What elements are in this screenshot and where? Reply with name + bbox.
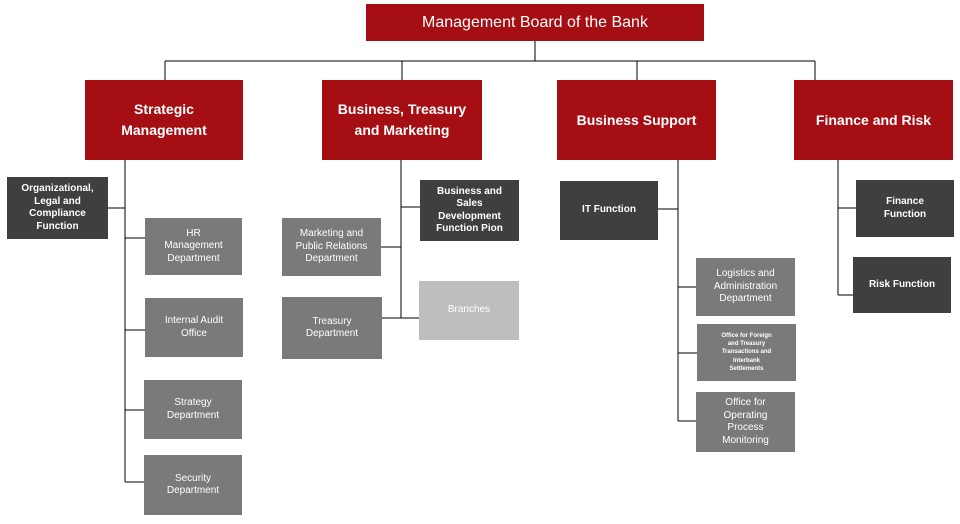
unit-business-sales-development: Business and Sales Development Function … (420, 180, 519, 241)
management-board-title: Management Board of the Bank (422, 13, 648, 31)
unit-marketing-pr: Marketing and Public Relations Departmen… (282, 218, 381, 276)
unit-label: Finance Function (883, 196, 927, 220)
unit-label: Business and Sales Development Function … (436, 185, 503, 235)
unit-label: Marketing and Public Relations Departmen… (295, 228, 368, 265)
unit-foreign-treasury-office: Office for Foreign and Treasury Transact… (697, 324, 796, 381)
division-label: Business, Treasury and Marketing (337, 101, 467, 138)
unit-label: Logistics and Administration Department (713, 268, 778, 305)
unit-label: IT Function (582, 204, 636, 216)
management-board-box: Management Board of the Bank (366, 4, 704, 41)
unit-label: Office for Foreign and Treasury Transact… (721, 332, 772, 373)
division-finance-and-risk: Finance and Risk (794, 80, 953, 160)
division-business-treasury-marketing: Business, Treasury and Marketing (322, 80, 482, 160)
unit-treasury: Treasury Department (282, 297, 382, 359)
unit-operating-process-office: Office for Operating Process Monitoring (696, 392, 795, 452)
unit-label: Security Department (166, 472, 220, 497)
unit-organizational-legal-compliance: Organizational, Legal and Compliance Fun… (7, 177, 108, 239)
unit-label: Risk Function (868, 278, 936, 290)
unit-label: Internal Audit Office (164, 315, 224, 339)
unit-hr-management: HR Management Department (145, 218, 242, 275)
division-label: Strategic Management (121, 101, 207, 138)
division-strategic-management: Strategic Management (85, 80, 243, 160)
unit-label: Strategy Department (166, 397, 220, 421)
unit-it-function: IT Function (560, 181, 658, 240)
unit-label: Organizational, Legal and Compliance Fun… (21, 183, 94, 232)
unit-strategy: Strategy Department (144, 380, 242, 439)
unit-label: Branches (447, 304, 491, 316)
unit-logistics-admin: Logistics and Administration Department (696, 258, 795, 316)
division-label: Finance and Risk (815, 111, 932, 128)
division-label: Business Support (576, 111, 697, 128)
unit-internal-audit: Internal Audit Office (145, 298, 243, 357)
unit-security: Security Department (144, 455, 242, 515)
unit-risk-function: Risk Function (853, 257, 951, 313)
unit-label: HR Management Department (164, 227, 223, 264)
unit-branches: Branches (419, 281, 519, 340)
unit-label: Office for Operating Process Monitoring (722, 397, 769, 446)
unit-label: Treasury Department (305, 315, 359, 340)
unit-finance-function: Finance Function (856, 180, 954, 237)
division-business-support: Business Support (557, 80, 716, 160)
